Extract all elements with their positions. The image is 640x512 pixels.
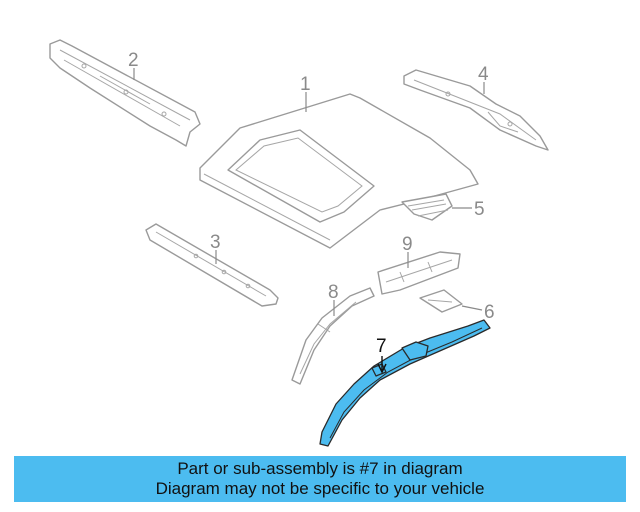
part-1-roof-panel <box>199 93 479 249</box>
callout-1: 1 <box>300 74 311 95</box>
callout-9: 9 <box>402 234 413 255</box>
part-info-banner: Part or sub-assembly is #7 in diagram Di… <box>14 456 626 502</box>
part-8-pillar-inner <box>291 287 375 385</box>
parts-diagram: 1 2 3 4 5 6 7 8 9 <box>49 39 549 447</box>
leader-line-6 <box>461 305 483 311</box>
callout-5: 5 <box>474 199 485 220</box>
callout-4: 4 <box>478 64 489 85</box>
part-5-roof-bows <box>401 193 453 221</box>
callout-7: 7 <box>376 336 387 357</box>
part-4-rear-header <box>403 69 549 151</box>
callout-2: 2 <box>128 50 139 71</box>
leader-arrow-7 <box>377 363 387 374</box>
part-9-rail-bracket <box>377 251 461 295</box>
callout-3: 3 <box>210 232 221 253</box>
part-6-reinforcement <box>419 289 463 313</box>
part-3-front-bow <box>145 223 279 307</box>
callout-6: 6 <box>484 302 495 323</box>
banner-line-1: Part or sub-assembly is #7 in diagram <box>177 459 463 478</box>
part-7-roof-rail-highlighted <box>319 319 491 447</box>
part-2-front-header <box>49 39 201 147</box>
callout-8: 8 <box>328 282 339 303</box>
banner-line-2: Diagram may not be specific to your vehi… <box>155 479 485 498</box>
